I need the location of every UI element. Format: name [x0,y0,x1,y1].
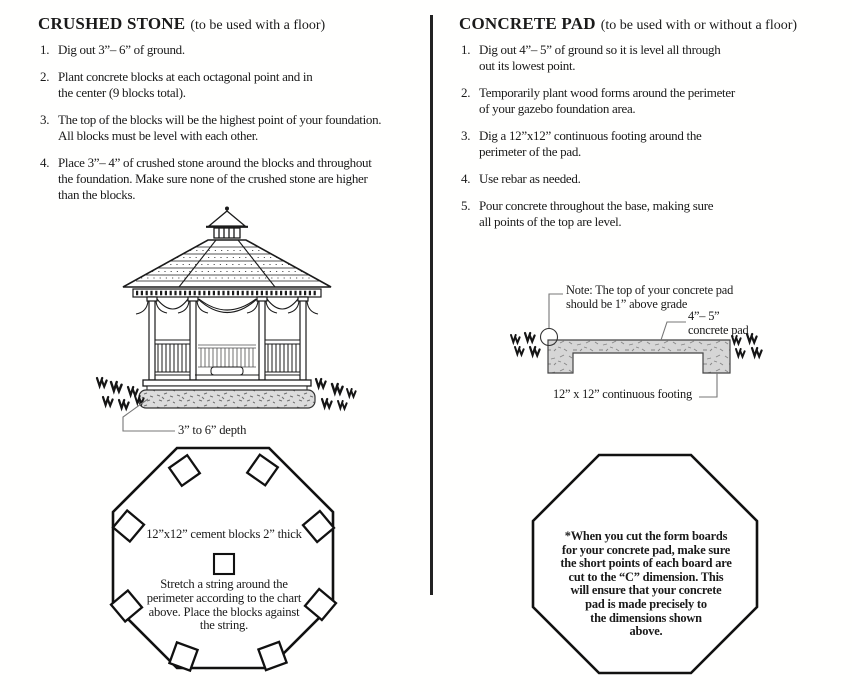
concrete-pad-steps: 1. Dig out 4”– 5” of ground so it is leve… [459,42,834,230]
step-number: 3. [461,128,471,143]
crushed-stone-subtitle: (to be used with a floor) [190,18,326,33]
step-item: 2. Plant concrete blocks at each octagona… [40,69,413,101]
step-number: 1. [40,42,50,57]
step-number: 2. [40,69,50,84]
gazebo-art [95,206,357,432]
grade-marker-circle [539,327,559,347]
concrete-pad-cross-section [510,293,763,398]
step-text: Dig out 3”– 6” of ground. [58,42,185,57]
concrete-pad-subtitle: (to be used with or without a floor) [600,18,798,33]
step-number: 1. [461,42,471,57]
step-number: 4. [40,155,50,170]
crushed-stone-base [138,389,316,409]
cement-block [303,587,338,622]
form-board-note: *When you cut the form boards for your c… [560,529,732,639]
depth-label: 3” to 6” depth [178,423,247,437]
step-item: 2. Temporarily plant wood forms around th… [461,85,834,117]
form-board-octagon [531,453,759,675]
step-item: 3. The top of the blocks will be the high… [40,112,413,144]
note-leader-line [548,293,563,328]
step-number: 2. [461,85,471,100]
crushed-stone-steps: 1. Dig out 3”– 6” of ground. 2. Plant conc… [38,42,413,203]
column-divider [430,15,433,595]
crushed-stone-section: CRUSHED STONE (to be used with a floor) 1… [38,14,413,214]
step-number: 5. [461,198,471,213]
depth-leader-line [122,398,175,432]
step-item: 1. Dig out 3”– 6” of ground. [40,42,413,58]
step-text: Plant concrete blocks at each octagonal … [58,69,313,100]
block-layout-octagon [109,446,338,673]
footing-leader-line [699,373,718,398]
step-number: 4. [461,171,471,186]
footing-label: 12” x 12” continuous footing [553,387,692,401]
step-item: 1. Dig out 4”– 5” of ground so it is leve… [461,42,834,74]
string-instruction-note: Stretch a string around the perimeter ac… [146,577,302,633]
concrete-pad-title: CONCRETE PAD (to be used with or without … [459,14,834,34]
cement-blocks [109,453,338,673]
center-cement-block [212,552,236,576]
step-text: Pour concrete throughout the base, makin… [479,198,714,229]
cement-block [167,453,202,488]
step-text: Dig a 12”x12” continuous footing around … [479,128,702,159]
octagon-outline [531,453,759,675]
step-text: Use rebar as needed. [479,171,581,186]
cement-block [245,453,280,487]
concrete-pad-title-text: CONCRETE PAD [459,14,596,33]
step-text: Dig out 4”– 5” of ground so it is level … [479,42,721,73]
step-item: 4. Place 3”– 4” of crushed stone around t… [40,155,413,203]
step-text: Place 3”– 4” of crushed stone around the… [58,155,372,202]
step-item: 5. Pour concrete throughout the base, mak… [461,198,834,230]
crushed-stone-title-text: CRUSHED STONE [38,14,186,33]
step-item: 4. Use rebar as needed. [461,171,834,187]
pad-thickness-label: 4”– 5” concrete pad [688,309,749,337]
step-text: The top of the blocks will be the highes… [58,112,382,143]
cement-block [111,508,146,544]
cement-block [109,588,144,624]
pad-and-footing-shape [547,339,731,374]
pad-leader-line [660,321,686,341]
gazebo-finial [225,206,229,211]
crushed-stone-title: CRUSHED STONE (to be used with a floor) [38,14,413,34]
grade-note-label: Note: The top of your concrete pad shoul… [566,283,734,311]
cement-block [167,640,200,673]
step-item: 3. Dig a 12”x12” continuous footing aroun… [461,128,834,160]
cement-block [256,640,289,672]
gazebo-illustration [95,206,357,432]
step-text: Temporarily plant wood forms around the … [479,85,735,116]
cement-blocks-label: 12”x12” cement blocks 2” thick [146,527,302,541]
cement-block [301,509,336,544]
step-number: 3. [40,112,50,127]
concrete-pad-section: CONCRETE PAD (to be used with or without … [459,14,834,241]
